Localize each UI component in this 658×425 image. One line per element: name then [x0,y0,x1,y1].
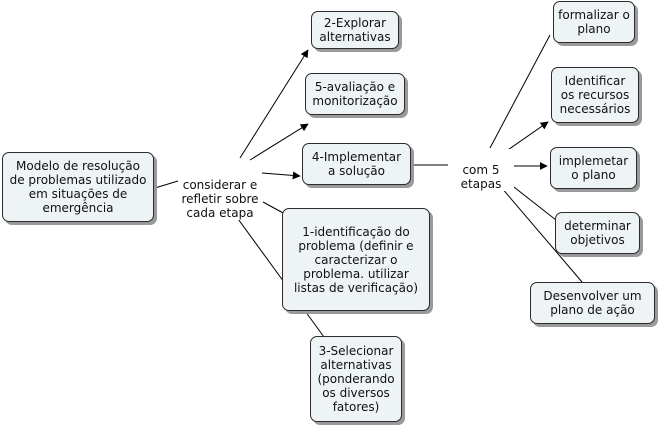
concept-determinar-label: determinar objetivos [564,219,631,247]
concept-determinar[interactable]: determinar objetivos [555,212,640,254]
concept-identificacao-label: 1-identificação do problema (definir e c… [293,224,419,295]
link-to-selecionar [232,211,325,338]
concept-selecionar-label: 3-Selecionar alternativas (ponderando os… [317,344,395,414]
concept-desenvolver[interactable]: Desenvolver um plano de ação [530,282,655,324]
link-to-implementar [261,171,301,180]
link-label-com-etapas: com 5 etapas [448,149,514,191]
concept-identificar-recursos[interactable]: Identificar os recursos necessários [551,67,639,123]
concept-explorar[interactable]: 2-Explorar alternativas [311,11,399,49]
link-to-desenvolver [494,179,583,283]
link-to-avaliacao [249,123,309,161]
concept-desenvolver-label: Desenvolver um plano de ação [543,289,642,317]
concept-identificacao[interactable]: 1-identificação do problema (definir e c… [282,208,430,311]
link-label-considerar: considerar e refletir sobre cada etapa [178,164,262,220]
concept-explorar-label: 2-Explorar alternativas [319,16,391,44]
concept-formalizar-label: formalizar o plano [558,8,630,36]
concept-identificar-recursos-label: Identificar os recursos necessários [559,74,631,116]
link-to-explorar [239,49,309,159]
link-main-to-considerar [154,180,179,189]
concept-selecionar[interactable]: 3-Selecionar alternativas (ponderando os… [310,336,402,422]
concept-main[interactable]: Modelo de resolução de problemas utiliza… [2,152,154,222]
concept-formalizar[interactable]: formalizar o plano [553,1,635,43]
concept-implementar-label: 4-Implementar a solução [311,150,402,178]
link-to-formalizar [489,34,551,149]
link-to-identificacao [262,201,286,215]
link-to-identificar-recursos [504,121,549,153]
concept-avaliacao-label: 5-avaliação e monitorização [312,80,398,108]
concept-main-label: Modelo de resolução de problemas utiliza… [9,159,147,215]
concept-avaliacao[interactable]: 5-avaliação e monitorização [305,73,405,115]
concept-implemetar-plano-label: implemetar o plano [558,154,629,182]
concept-implemetar-plano[interactable]: implemetar o plano [550,147,637,189]
concept-implementar[interactable]: 4-Implementar a solução [302,143,411,185]
